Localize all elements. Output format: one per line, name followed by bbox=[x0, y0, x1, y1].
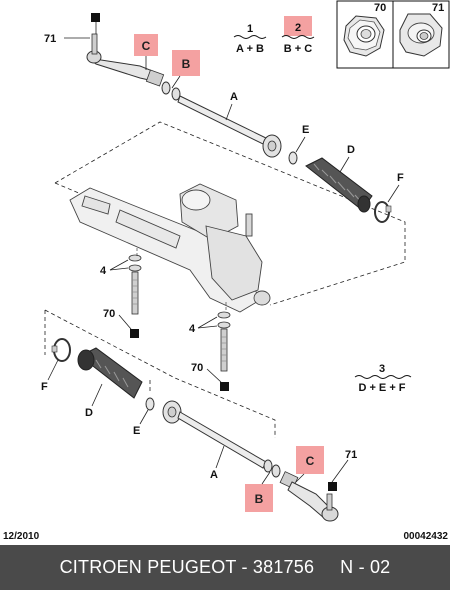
inner-tie-rod-bottom bbox=[162, 400, 267, 469]
revision-date: 12/2010 bbox=[3, 531, 40, 542]
kit-3: 3 D + E + F bbox=[354, 363, 412, 394]
nut-marker-71-top bbox=[91, 13, 100, 22]
tie-rod-end-top bbox=[86, 33, 165, 87]
label-70-mid: 70 bbox=[191, 362, 203, 374]
steering-rack bbox=[69, 183, 271, 313]
kit-2-number: 2 bbox=[295, 22, 301, 34]
nut-box-label-70: 70 bbox=[374, 2, 386, 14]
inner-tie-rod-top bbox=[177, 95, 282, 158]
label-d-bottom: D bbox=[85, 407, 93, 419]
mounting-bolt-left bbox=[128, 254, 142, 315]
kit-1-number: 1 bbox=[247, 23, 253, 35]
label-f-bottom: F bbox=[41, 381, 48, 393]
nut-70-icon bbox=[343, 15, 385, 57]
washer-top bbox=[288, 151, 298, 165]
bellows-bottom bbox=[77, 347, 143, 399]
washer-bottom bbox=[145, 397, 155, 411]
kit-3-number: 3 bbox=[379, 363, 385, 375]
lock-nut-top bbox=[161, 81, 181, 101]
tag-c-top: C bbox=[142, 39, 151, 53]
clamp-bottom bbox=[51, 338, 71, 362]
steering-parts-diagram: 70 71 1 A + B 2 B + C 3 D + E + F 71 C B bbox=[41, 0, 450, 522]
tag-b-top-bg bbox=[172, 50, 200, 76]
label-a-bottom: A bbox=[210, 469, 218, 481]
footer-title: CITROEN PEUGEOT - 381756 bbox=[59, 557, 315, 577]
nut-71-icon bbox=[399, 13, 443, 57]
mounting-bolt-right bbox=[217, 311, 231, 372]
dashed-frame-bottom bbox=[44, 309, 276, 438]
nut-marker-70-mid bbox=[220, 382, 229, 391]
kit-3-formula: D + E + F bbox=[358, 382, 405, 394]
nut-marker-70-left bbox=[130, 329, 139, 338]
tag-c-top-bg bbox=[134, 34, 158, 56]
label-71-top: 71 bbox=[44, 33, 56, 45]
tag-b-bottom: B bbox=[255, 492, 264, 506]
tag-c-bottom-bg bbox=[296, 446, 324, 474]
kit-2: 2 B + C bbox=[281, 16, 315, 55]
nut-box: 70 71 bbox=[336, 0, 450, 69]
label-a-top: A bbox=[230, 91, 238, 103]
bellows-top bbox=[305, 157, 373, 213]
label-70-left: 70 bbox=[103, 308, 115, 320]
kit-1-formula: A + B bbox=[236, 43, 264, 55]
kit-2-formula: B + C bbox=[284, 43, 312, 55]
clamp-top bbox=[374, 201, 392, 223]
label-e-top: E bbox=[302, 124, 309, 136]
footer-bar: CITROEN PEUGEOT - 381756 N - 02 bbox=[0, 545, 450, 590]
tag-b-bottom-bg bbox=[245, 484, 273, 512]
nut-marker-71-bottom bbox=[328, 482, 337, 491]
lock-nut-bottom bbox=[263, 459, 281, 478]
tag-b-top: B bbox=[182, 57, 191, 71]
tag-c-bottom: C bbox=[306, 454, 315, 468]
reference-code: 00042432 bbox=[403, 531, 449, 542]
label-f-top: F bbox=[397, 172, 404, 184]
label-4-right: 4 bbox=[189, 323, 196, 335]
nut-box-label-71: 71 bbox=[432, 2, 444, 14]
label-d-top: D bbox=[347, 144, 355, 156]
tie-rod-end-bottom bbox=[279, 471, 339, 522]
label-4-left: 4 bbox=[100, 265, 107, 277]
footer-page: N - 02 bbox=[340, 557, 391, 577]
label-e-bottom: E bbox=[133, 425, 140, 437]
label-71-bottom: 71 bbox=[345, 449, 357, 461]
kit-1: 1 A + B bbox=[233, 23, 267, 55]
